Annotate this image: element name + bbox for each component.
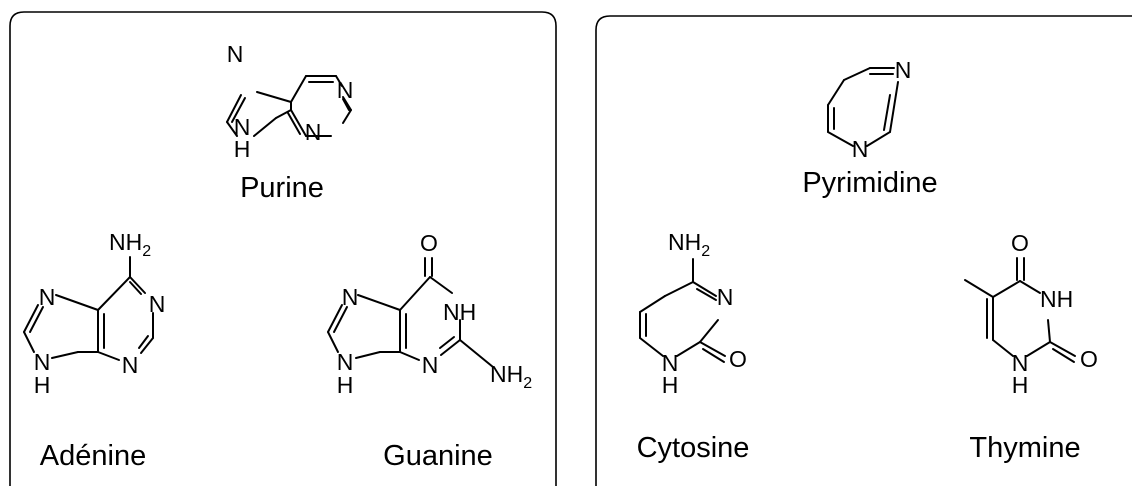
thymine-h-atom: H (1012, 372, 1029, 398)
adenine-structure: NH2 N N N N H (23, 229, 166, 398)
thymine-o-atom: O (1011, 230, 1029, 256)
purine-panel: N N N N H Purine NH2 N N (9, 11, 557, 486)
guanine-n-atom: N (337, 349, 354, 375)
guanine-n-atom: N (422, 352, 439, 378)
cytosine-h-atom: H (662, 372, 679, 398)
guanine-label: Guanine (383, 440, 493, 472)
purine-n-atom: N (234, 114, 251, 140)
thymine-nh-atom: NH (1040, 286, 1073, 312)
pyrimidine-structure: N N (827, 57, 912, 162)
adenine-label: Adénine (40, 440, 146, 472)
thymine-label: Thymine (969, 432, 1080, 464)
purine-label: Purine (240, 172, 324, 204)
purine-n-atom: N (305, 119, 322, 145)
pyrimidine-label: Pyrimidine (802, 167, 937, 199)
cytosine-n-atom: N (662, 350, 679, 376)
cytosine-n-atom: N (717, 284, 734, 310)
purine-structure: N N N N H (226, 41, 354, 162)
pyrimidine-panel: N N Pyrimidine NH2 N O N H Cytosine (595, 15, 1132, 486)
cytosine-o-atom: O (729, 346, 747, 372)
thymine-o-atom: O (1080, 346, 1098, 372)
cytosine-label: Cytosine (637, 432, 750, 464)
adenine-n-atom: N (34, 349, 51, 375)
pyrimidine-n-atom: N (895, 57, 912, 83)
guanine-amine-atom: NH2 (490, 361, 532, 392)
cytosine-structure: NH2 N O N H (639, 229, 747, 398)
guanine-nh-atom: NH (443, 299, 476, 325)
guanine-o-atom: O (420, 230, 438, 256)
cytosine-amine-atom: NH2 (668, 229, 710, 260)
adenine-h-atom: H (34, 372, 51, 398)
guanine-structure: O NH N NH2 N N H (327, 230, 532, 398)
guanine-n-atom: N (342, 284, 359, 310)
thymine-structure: O NH O N H (964, 230, 1098, 398)
pyrimidine-n-atom: N (852, 136, 869, 162)
adenine-amine-atom: NH2 (109, 229, 151, 260)
adenine-n-atom: N (122, 352, 139, 378)
purine-n-atom: N (337, 77, 354, 103)
adenine-n-atom: N (39, 284, 56, 310)
thymine-n-atom: N (1012, 350, 1029, 376)
purine-h-atom: H (234, 136, 251, 162)
adenine-n-atom: N (149, 291, 166, 317)
guanine-h-atom: H (337, 372, 354, 398)
purine-n-atom: N (227, 41, 244, 67)
